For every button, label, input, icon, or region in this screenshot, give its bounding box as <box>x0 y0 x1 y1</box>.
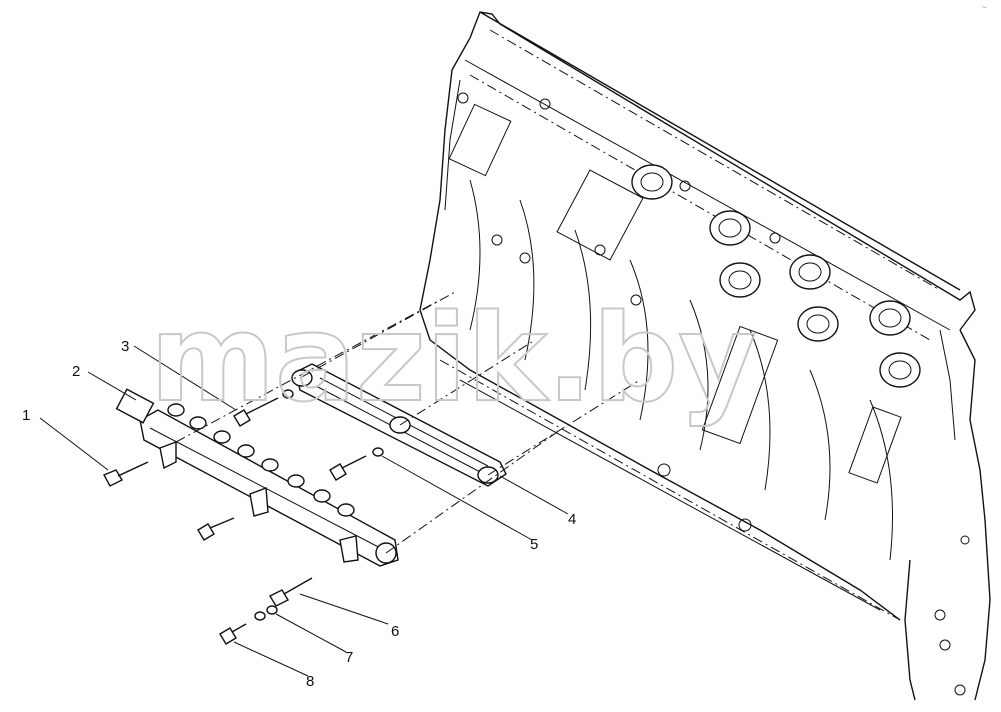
bolt-holes <box>457 92 970 696</box>
bolt-8 <box>219 623 247 645</box>
cylinder-ports <box>631 164 921 388</box>
leader-lines <box>39 345 569 677</box>
washer-7a <box>254 611 266 621</box>
callout-8: 8 <box>306 673 314 690</box>
callout-1: 1 <box>22 407 30 424</box>
bolt-3 <box>233 389 294 427</box>
washer-7b <box>266 605 278 615</box>
callout-4: 4 <box>568 511 576 528</box>
callout-3: 3 <box>121 338 129 355</box>
alignment-lines <box>175 291 641 554</box>
engine-block <box>419 11 991 701</box>
bolt-5 <box>329 447 384 481</box>
watermark: mazik.by <box>150 290 757 429</box>
bolt-rail-lower <box>197 517 235 541</box>
callout-labels: 1 2 3 4 5 6 7 8 <box>22 338 576 690</box>
bolt-6 <box>269 577 313 607</box>
callout-2: 2 <box>72 363 80 380</box>
bolt-1 <box>103 461 149 487</box>
callout-5: 5 <box>530 536 538 553</box>
corner-mark: ~ <box>982 3 987 12</box>
callout-6: 6 <box>391 623 399 640</box>
fasteners <box>103 389 384 645</box>
callout-7: 7 <box>345 649 353 666</box>
fuel-rail <box>115 388 399 567</box>
